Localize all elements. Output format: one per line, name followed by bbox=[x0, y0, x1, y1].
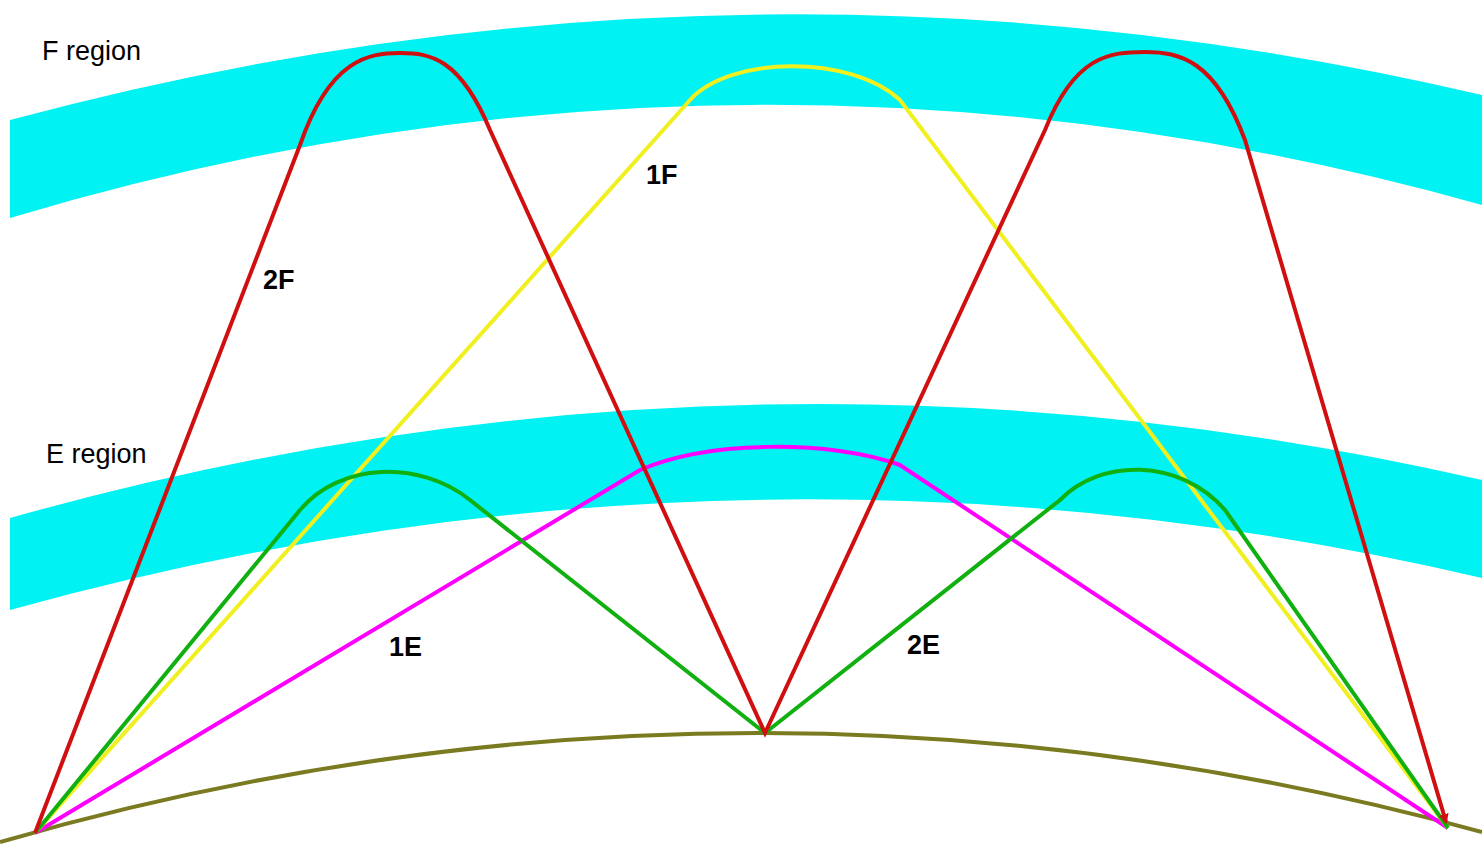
mode-label: 2F bbox=[263, 267, 295, 294]
ray-1f bbox=[35, 66, 1448, 833]
mode-label: 1E bbox=[389, 634, 422, 661]
mode-label: 1F bbox=[646, 162, 678, 189]
f-region-band bbox=[10, 14, 1482, 218]
region-label: E region bbox=[46, 441, 147, 468]
ray-1e bbox=[35, 447, 1448, 833]
ray-2f bbox=[35, 52, 1446, 833]
mode-label: 2E bbox=[907, 632, 940, 659]
ray-2e bbox=[35, 470, 1448, 833]
region-label: F region bbox=[42, 38, 141, 65]
earth-surface bbox=[0, 733, 1482, 842]
